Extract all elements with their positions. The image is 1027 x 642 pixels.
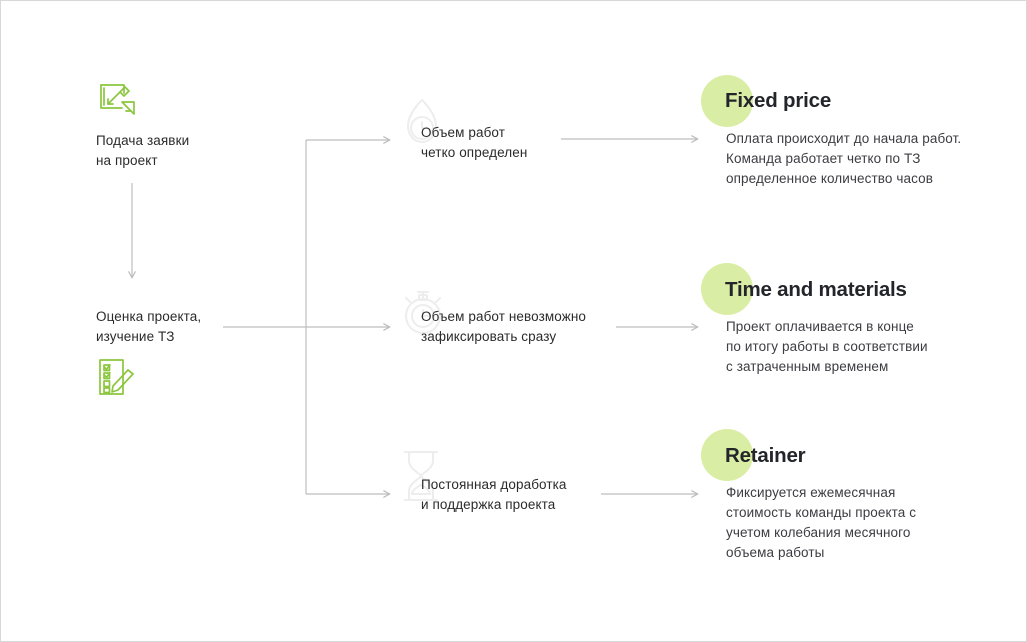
right-body-1: Оплата происходит до начала работ. Коман… <box>726 131 962 186</box>
blob-retainer <box>701 429 753 481</box>
right-heading-3: Retainer <box>725 444 806 467</box>
middle-node-label-3: Постоянная доработка и поддержка проекта <box>421 477 567 512</box>
blob-fixed-price <box>701 75 753 127</box>
hourglass-icon <box>399 448 443 509</box>
blueprint-pencil-icon <box>96 80 140 124</box>
right-body-3: Фиксируется ежемесячная стоимость команд… <box>726 485 917 560</box>
left-node-label-1: Подача заявки на проект <box>96 133 190 168</box>
checklist-pencil-icon <box>96 357 138 399</box>
stopwatch-icon <box>399 284 447 343</box>
right-heading-2: Time and materials <box>725 278 907 301</box>
left-node-label-2: Оценка проекта, изучение ТЗ <box>96 309 202 344</box>
middle-node-label-2: Объем работ невозможно зафиксировать сра… <box>421 309 587 344</box>
right-body-2: Проект оплачивается в конце по итогу раб… <box>726 319 928 374</box>
right-heading-1: Fixed price <box>725 89 832 112</box>
flame-timer-icon <box>399 97 445 154</box>
middle-node-label-1: Объем работ четко определен <box>421 125 528 160</box>
blob-time-and-materials <box>701 263 753 315</box>
